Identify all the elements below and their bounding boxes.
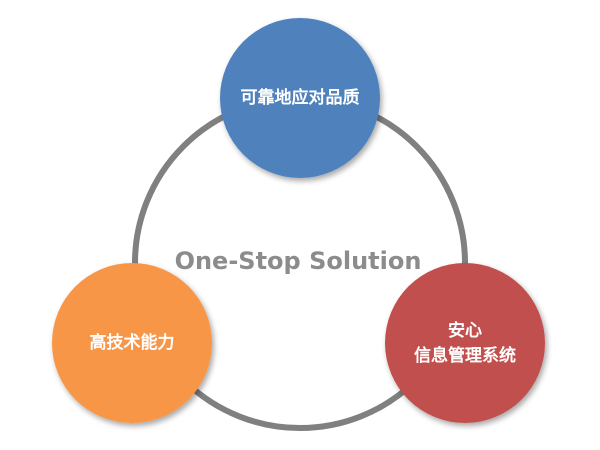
node-quality-label: 可靠地应对品质 (241, 87, 360, 108)
node-technology-label: 高技术能力 (90, 332, 175, 353)
node-security-label-line-1: 安心 (448, 320, 482, 341)
node-quality-circle (220, 18, 380, 178)
node-security-circle (385, 263, 545, 423)
node-security-label-line-2: 信息管理系统 (414, 345, 516, 366)
node-quality: 可靠地应对品质 (220, 18, 380, 178)
node-technology-circle (52, 263, 212, 423)
node-security: 安心 信息管理系统 (385, 263, 545, 423)
node-technology: 高技术能力 (52, 263, 212, 423)
center-label: One-Stop Solution (175, 247, 422, 275)
